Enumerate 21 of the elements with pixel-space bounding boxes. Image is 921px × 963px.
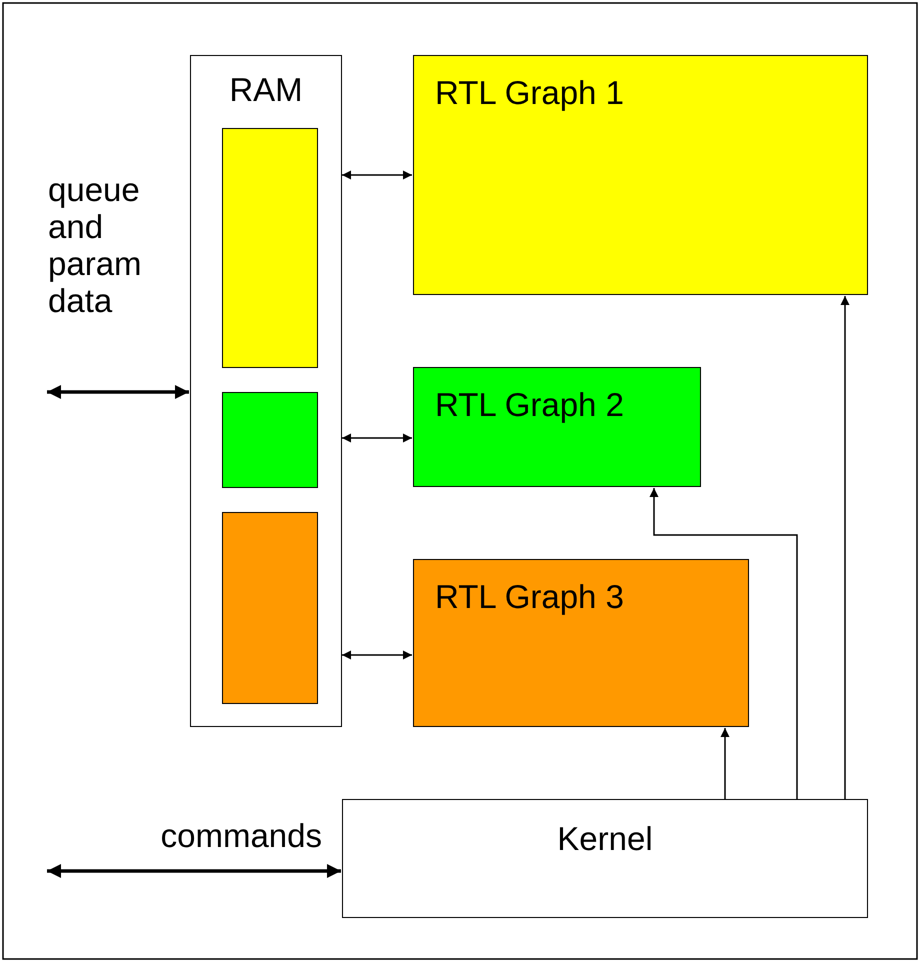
box-label: Kernel [556,821,654,858]
arrow [47,864,341,878]
process-box [413,559,749,727]
process-box [413,55,868,295]
memory-box [190,55,342,727]
memory-block [222,128,318,368]
box-label: RTL Graph 2 [435,387,624,424]
arrow [342,650,412,660]
memory-block [222,392,318,488]
box-label: RTL Graph 3 [435,579,624,616]
box-label: RAM [228,72,304,108]
arrow [342,434,412,442]
process-box [413,367,701,487]
arrow [840,296,850,799]
arrow [650,488,798,799]
arrow [720,728,730,799]
process-box [342,799,868,918]
box-label: RTL Graph 1 [435,75,624,112]
memory-block [222,512,318,704]
arrow [47,385,189,399]
arrow [342,170,412,180]
